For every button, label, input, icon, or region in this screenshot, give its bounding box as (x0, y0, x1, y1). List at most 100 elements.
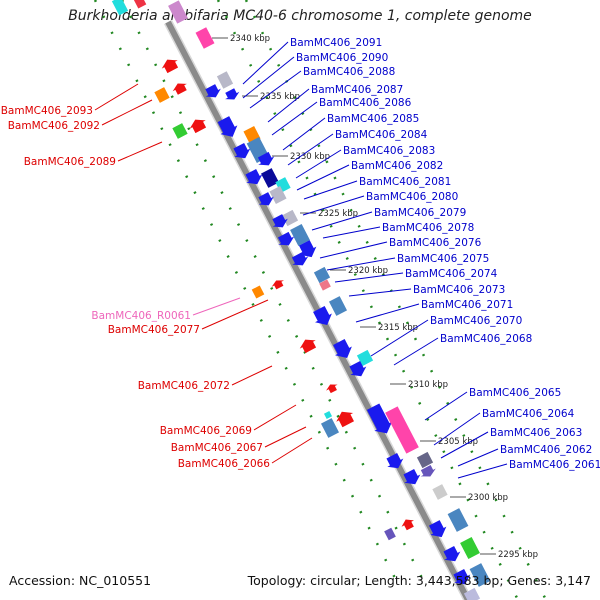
gene-shape (460, 537, 480, 559)
reverse-gene (384, 527, 396, 541)
reverse-gene (161, 59, 179, 74)
gene-shape (260, 168, 280, 188)
forward-gene (428, 520, 447, 538)
gene-shape (384, 527, 396, 541)
gene-shape (320, 418, 340, 438)
gene-shape (269, 186, 287, 204)
label-leader-line (271, 101, 318, 136)
gene-shape (386, 453, 404, 469)
dotted-tracks (93, 0, 548, 600)
label-leader-line (303, 180, 358, 200)
gene-shape (291, 251, 309, 266)
gene-shape (205, 84, 221, 98)
forward-gene-label: BamMC406_2091 (290, 37, 382, 49)
gene-shape (161, 59, 179, 74)
reverse-gene-label: BamMC406_2092 (8, 120, 100, 132)
gene-features (111, 0, 491, 600)
gene-shape (385, 406, 419, 454)
kbp-label: 2315 kbp (378, 323, 418, 333)
gene-shape (366, 403, 393, 434)
reverse-gene (251, 285, 265, 299)
gene-shape (401, 519, 414, 531)
forward-gene (349, 361, 367, 377)
label-leader-line (334, 272, 404, 283)
gene-shape (290, 224, 310, 246)
forward-gene (453, 569, 471, 585)
kbp-label: 2295 kbp (498, 550, 538, 560)
forward-gene (386, 453, 404, 469)
gene-shape (281, 209, 299, 227)
forward-gene (217, 116, 238, 137)
gene-shape (420, 465, 436, 477)
kbp-label: 2310 kbp (408, 380, 448, 390)
gene-shape (271, 280, 285, 290)
forward-gene (195, 27, 215, 49)
kbp-label: 2335 kbp (260, 92, 300, 102)
forward-gene (447, 508, 469, 532)
forward-gene (260, 168, 280, 188)
label-leader-line (101, 99, 153, 126)
gene-shape (313, 306, 332, 325)
reverse-gene-label: BamMC406_2077 (108, 324, 200, 336)
gene-shape (326, 384, 338, 394)
forward-gene-label: BamMC406_2064 (482, 408, 575, 420)
forward-gene-label: BamMC406_2086 (319, 97, 412, 109)
gene-shape (251, 285, 265, 299)
gene-shape (195, 27, 215, 49)
label-leader-line (242, 56, 295, 99)
forward-gene-label: BamMC406_2076 (389, 237, 482, 249)
gene-shape (453, 569, 471, 585)
gene-shape (428, 520, 447, 538)
label-leader-line (287, 133, 334, 166)
forward-gene (233, 143, 251, 159)
forward-gene-label: BamMC406_2085 (327, 113, 419, 125)
label-leader-line (253, 404, 297, 431)
gene-shape (233, 143, 251, 159)
reverse-gene (154, 87, 170, 103)
label-leader-line (326, 257, 396, 271)
forward-gene (225, 88, 240, 100)
gene-shape (172, 83, 187, 95)
reverse-gene-label: BamMC406_2066 (178, 458, 271, 470)
forward-gene (463, 587, 481, 600)
reverse-gene-label: BamMC406_2069 (160, 425, 252, 437)
forward-gene (460, 537, 480, 559)
dotted-track-line (216, 0, 520, 600)
label-leader-line (311, 211, 373, 231)
kbp-label: 2330 kbp (290, 152, 330, 162)
forward-gene (385, 406, 419, 454)
forward-gene (313, 306, 332, 325)
label-leader-line (457, 463, 508, 479)
kbp-label: 2320 kbp (348, 266, 388, 276)
gene-shape (313, 266, 331, 284)
kbp-label: 2300 kbp (468, 493, 508, 503)
reverse-gene-labels: BamMC406_2093BamMC406_2092BamMC406_2089B… (1, 105, 271, 470)
forward-gene-label: BamMC406_2075 (397, 253, 489, 265)
forward-gene (269, 186, 287, 204)
forward-gene (366, 403, 393, 434)
gene-shape (328, 296, 348, 316)
kbp-label: 2325 kbp (318, 209, 358, 219)
forward-gene-label: BamMC406_2090 (296, 52, 388, 64)
reverse-gene (299, 339, 317, 354)
reverse-label-leaders (94, 83, 313, 464)
forward-gene (257, 151, 275, 166)
gene-shape (272, 214, 288, 228)
gene-shape (432, 484, 448, 500)
label-leader-line (117, 141, 163, 162)
label-leader-line (94, 83, 139, 111)
forward-gene-label: BamMC406_2061 (509, 459, 600, 471)
forward-gene (290, 224, 310, 246)
dotted-track-line (244, 0, 548, 600)
label-leader-line (296, 164, 350, 191)
gene-shape (469, 563, 491, 587)
gene-shape (257, 151, 275, 166)
label-leader-line (424, 391, 468, 421)
gene-shape (333, 339, 352, 358)
gene-shape (172, 123, 188, 139)
forward-gene (298, 240, 317, 258)
reverse-gene-label: BamMC406_2093 (1, 105, 93, 117)
forward-gene-label: BamMC406_2083 (343, 145, 435, 157)
